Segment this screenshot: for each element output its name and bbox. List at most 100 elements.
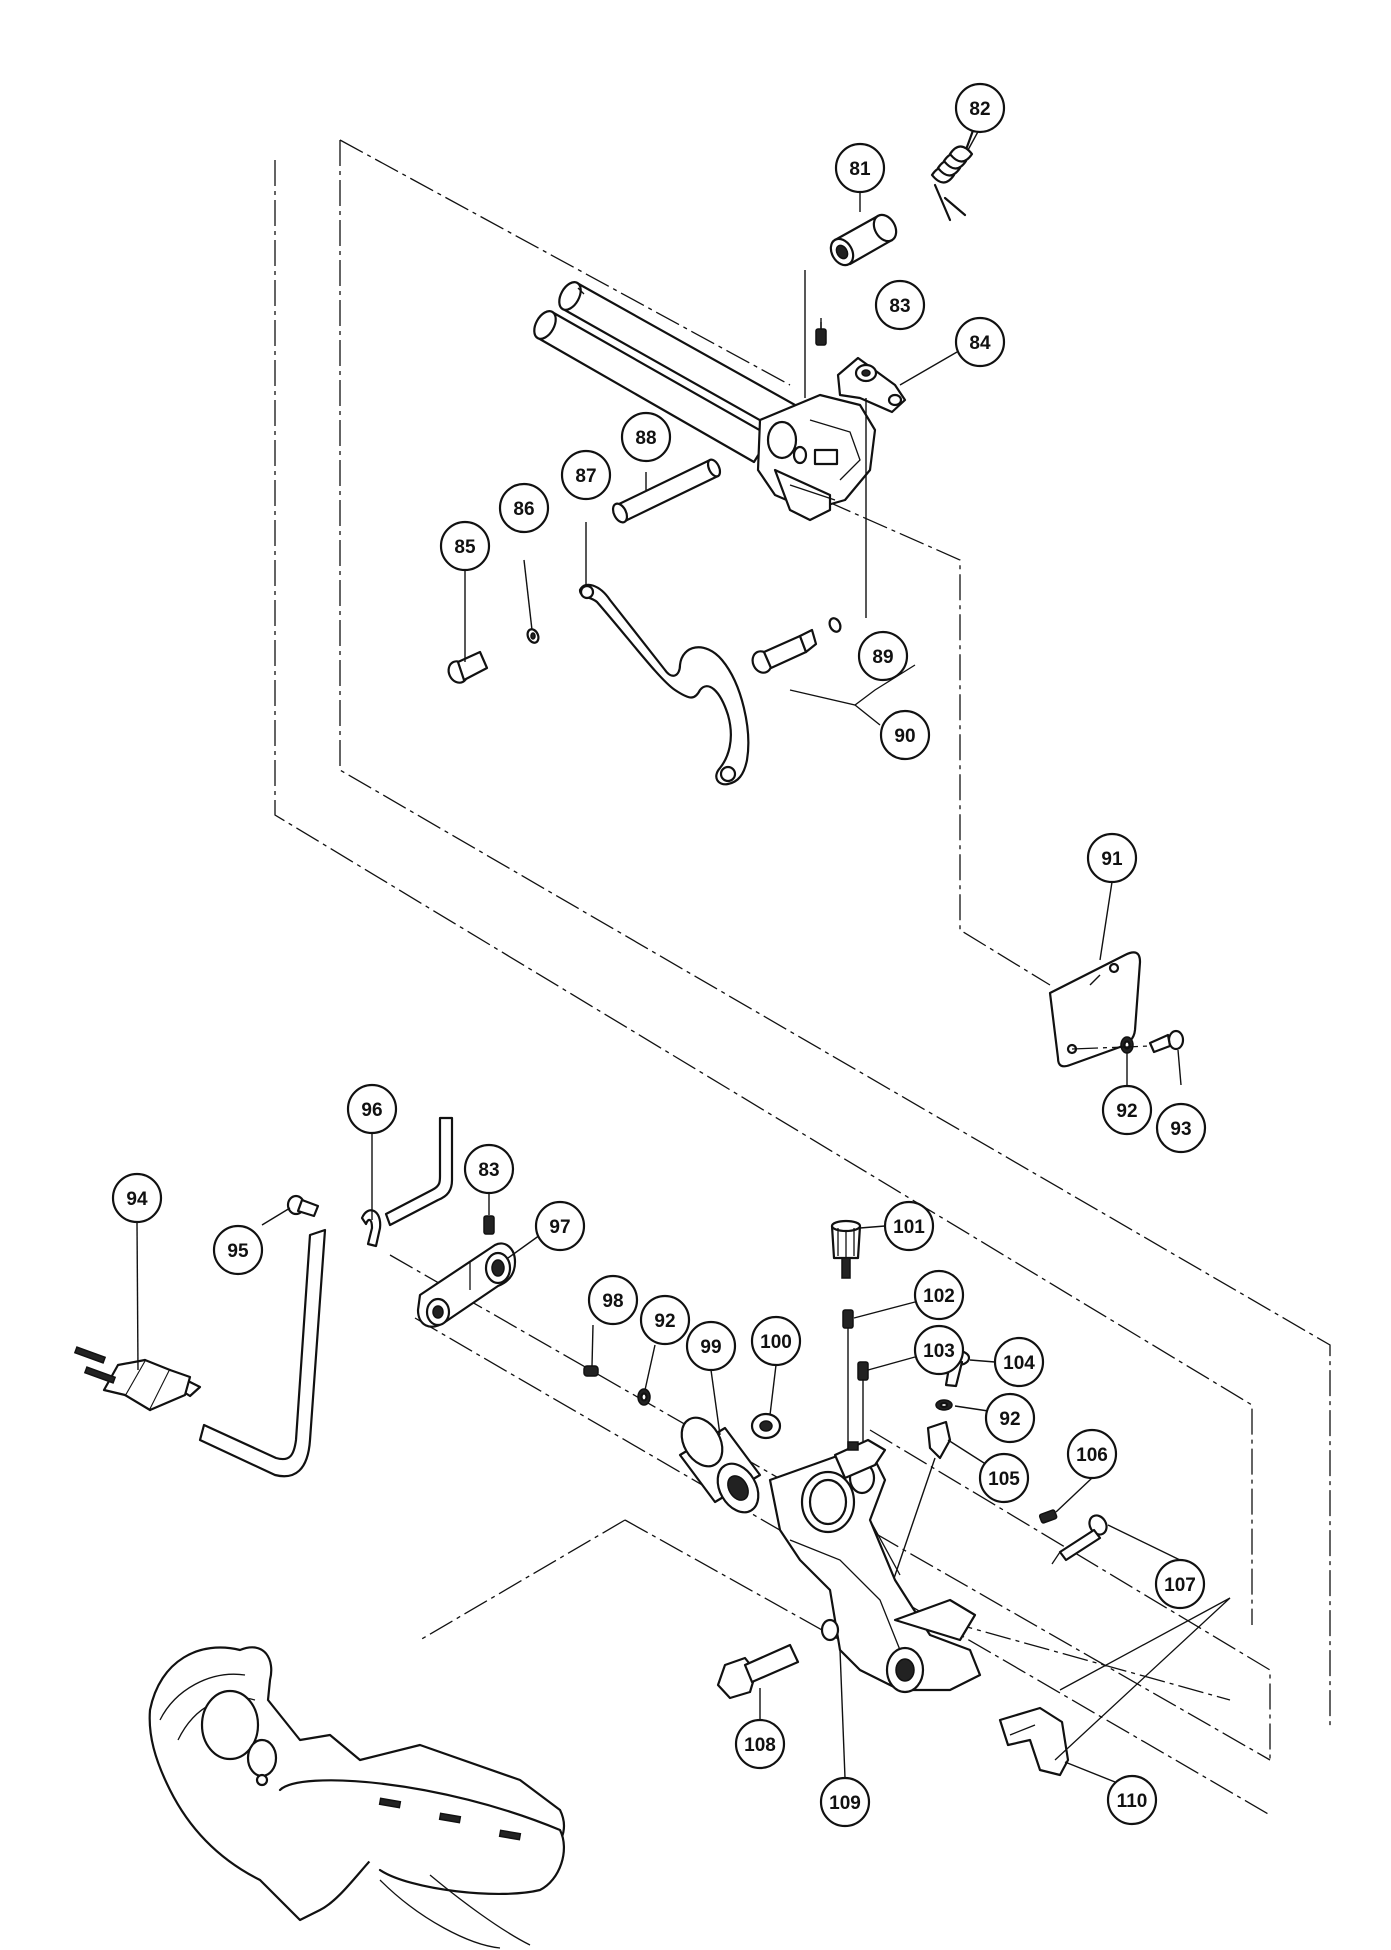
callout-81: 81 bbox=[834, 142, 886, 194]
svg-text:104: 104 bbox=[1003, 1353, 1035, 1374]
part-82-torsion-spring bbox=[930, 123, 977, 222]
part-84-bracket bbox=[836, 356, 907, 414]
rod-holder-block bbox=[756, 393, 877, 522]
hose bbox=[384, 1116, 454, 1227]
svg-text:103: 103 bbox=[923, 1341, 955, 1362]
svg-text:90: 90 bbox=[894, 726, 915, 747]
svg-text:83: 83 bbox=[478, 1160, 499, 1181]
svg-text:85: 85 bbox=[454, 537, 476, 558]
part-109-holder bbox=[768, 1438, 982, 1694]
part-97-clamp bbox=[416, 1242, 517, 1328]
part-110-cam-lever bbox=[998, 1706, 1070, 1777]
callout-93: 93 bbox=[1155, 1102, 1207, 1154]
part-85-bolt bbox=[447, 650, 489, 684]
part-92-washer-upper bbox=[1120, 1036, 1134, 1054]
part-83-spring-lower bbox=[483, 1215, 495, 1235]
callout-108: 108 bbox=[734, 1718, 786, 1770]
callout-91: 91 bbox=[1086, 832, 1138, 884]
svg-text:88: 88 bbox=[635, 428, 656, 449]
svg-text:87: 87 bbox=[575, 466, 596, 487]
svg-text:100: 100 bbox=[760, 1332, 792, 1353]
leader-lines bbox=[136, 127, 1231, 1783]
callout-104: 104 bbox=[993, 1336, 1045, 1388]
part-102-spring bbox=[842, 1309, 854, 1455]
part-92-washer-mid bbox=[637, 1388, 651, 1406]
part-92-washer-right bbox=[935, 1399, 953, 1411]
part-81-sleeve bbox=[829, 213, 898, 267]
callout-110: 110 bbox=[1106, 1774, 1158, 1826]
callout-105: 105 bbox=[978, 1452, 1030, 1504]
svg-text:106: 106 bbox=[1076, 1445, 1108, 1466]
svg-text:95: 95 bbox=[227, 1241, 249, 1262]
saw-base-body bbox=[148, 1646, 565, 1949]
svg-text:97: 97 bbox=[549, 1217, 570, 1238]
callout-109: 109 bbox=[819, 1776, 871, 1828]
part-99-sleeve bbox=[678, 1416, 762, 1514]
svg-text:98: 98 bbox=[602, 1291, 623, 1312]
callout-98: 98 bbox=[587, 1274, 639, 1326]
callout-82: 82 bbox=[954, 82, 1006, 134]
callout-94: 94 bbox=[111, 1172, 163, 1224]
guide-rod-lower bbox=[533, 310, 772, 464]
callout-88: 88 bbox=[620, 411, 672, 463]
svg-text:99: 99 bbox=[700, 1337, 721, 1358]
part-87-lever bbox=[578, 583, 750, 786]
svg-text:81: 81 bbox=[849, 159, 871, 180]
callout-101: 101 bbox=[883, 1200, 935, 1252]
callout-92-mid: 92 bbox=[639, 1294, 691, 1346]
part-96-cable-clip bbox=[360, 1209, 382, 1248]
svg-text:91: 91 bbox=[1101, 849, 1123, 870]
svg-text:83: 83 bbox=[889, 296, 910, 317]
part-100-bushing bbox=[750, 1412, 782, 1440]
part-90-shoulder-bolt bbox=[751, 628, 818, 674]
svg-text:105: 105 bbox=[988, 1469, 1020, 1490]
part-108-bolt bbox=[716, 1643, 800, 1700]
svg-text:96: 96 bbox=[361, 1100, 382, 1121]
part-105-pointer bbox=[889, 1420, 952, 1591]
callout-96: 96 bbox=[346, 1083, 398, 1135]
callout-87: 87 bbox=[560, 449, 612, 501]
svg-text:84: 84 bbox=[969, 333, 991, 354]
part-93-screw bbox=[1148, 1029, 1185, 1054]
part-94-power-cord bbox=[73, 1228, 327, 1478]
callout-95: 95 bbox=[212, 1224, 264, 1276]
part-95-screw bbox=[286, 1194, 320, 1218]
callout-102: 102 bbox=[913, 1269, 965, 1321]
svg-text:82: 82 bbox=[969, 99, 990, 120]
svg-text:92: 92 bbox=[654, 1311, 675, 1332]
callout-100: 100 bbox=[750, 1315, 802, 1367]
callout-89: 89 bbox=[857, 630, 909, 682]
part-98-set-screw bbox=[583, 1365, 599, 1377]
callout-97: 97 bbox=[534, 1200, 586, 1252]
part-106-set-screw bbox=[1038, 1509, 1058, 1524]
callout-83-lower: 83 bbox=[463, 1143, 515, 1195]
part-107-tapping-screw bbox=[1051, 1514, 1108, 1565]
callout-85: 85 bbox=[439, 520, 491, 572]
svg-text:108: 108 bbox=[744, 1735, 776, 1756]
upper-assembly bbox=[447, 123, 977, 786]
svg-text:102: 102 bbox=[923, 1286, 955, 1307]
part-101-knob bbox=[830, 1219, 862, 1279]
svg-text:110: 110 bbox=[1117, 1791, 1148, 1812]
svg-text:92: 92 bbox=[999, 1409, 1020, 1430]
part-89-washer bbox=[828, 617, 842, 633]
svg-text:89: 89 bbox=[872, 647, 893, 668]
callout-86: 86 bbox=[498, 482, 550, 534]
svg-text:101: 101 bbox=[893, 1217, 925, 1238]
part-86-washer bbox=[526, 628, 540, 644]
callout-92-right: 92 bbox=[984, 1392, 1036, 1444]
callout-99: 99 bbox=[685, 1320, 737, 1372]
callout-84: 84 bbox=[954, 316, 1006, 368]
svg-text:86: 86 bbox=[513, 499, 534, 520]
callout-103: 103 bbox=[913, 1324, 965, 1376]
part-88-pin bbox=[611, 458, 722, 524]
svg-text:94: 94 bbox=[126, 1189, 148, 1210]
assembly-centerlines bbox=[274, 139, 1331, 1816]
callout-107: 107 bbox=[1154, 1558, 1206, 1610]
callout-90: 90 bbox=[879, 709, 931, 761]
svg-text:92: 92 bbox=[1116, 1101, 1137, 1122]
callout-106: 106 bbox=[1066, 1428, 1118, 1480]
svg-text:107: 107 bbox=[1164, 1575, 1196, 1596]
